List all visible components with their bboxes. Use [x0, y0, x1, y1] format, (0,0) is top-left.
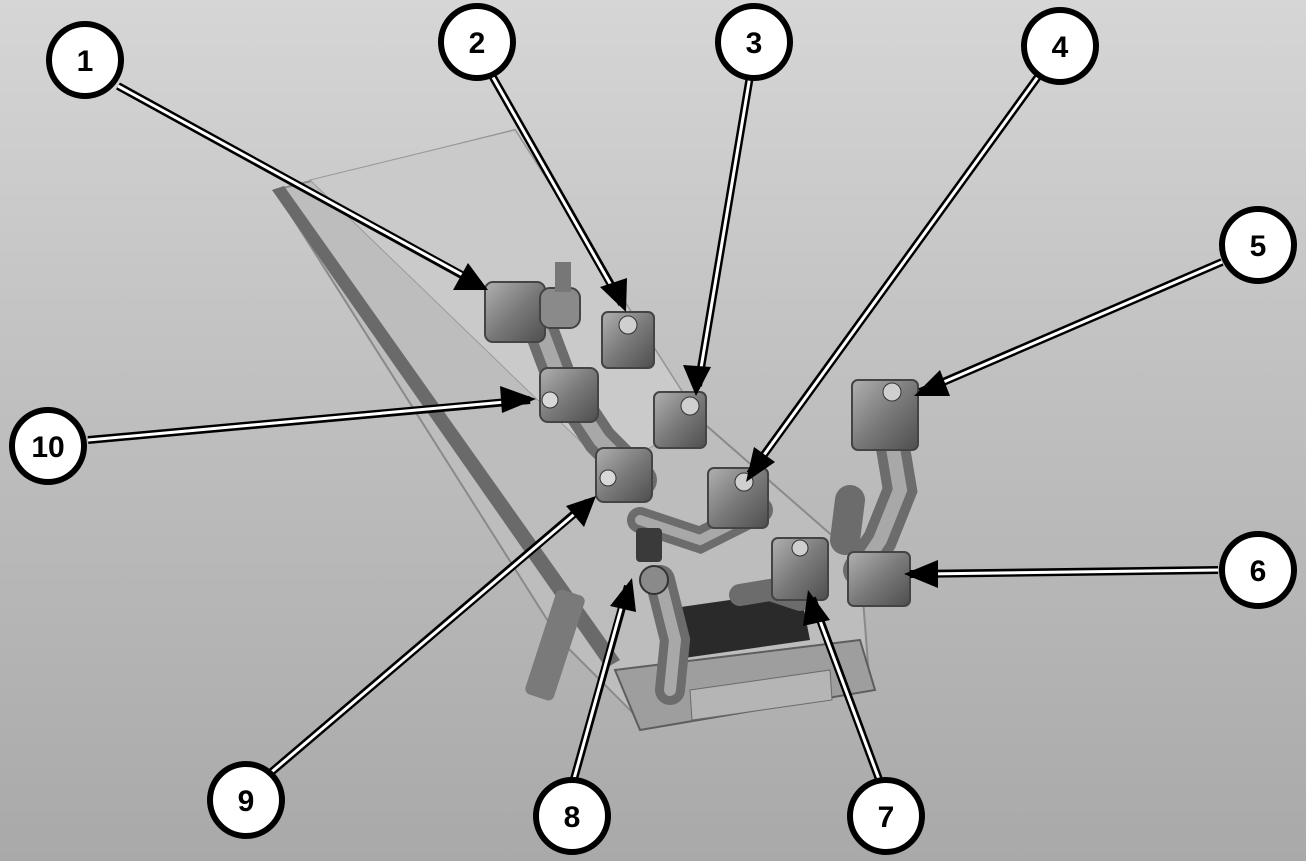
leader-line-9: [265, 496, 596, 779]
leader-line-7: [803, 590, 884, 784]
valve-bodies: [484, 262, 919, 607]
solenoid-valve-1: [484, 262, 581, 343]
callout-label-9: 9: [238, 785, 255, 818]
solenoid-valve-6: [847, 551, 911, 607]
callout-label-2: 2: [469, 27, 486, 60]
callout-label-5: 5: [1250, 230, 1267, 263]
callout-label-3: 3: [746, 27, 763, 60]
callouts: 1 2 3 4 5 6 7 8: [9, 3, 1297, 855]
leader-line-2: [486, 70, 627, 312]
callout-8: 8: [533, 777, 611, 855]
leader-line-8: [568, 578, 636, 788]
solenoid-valve-7: [771, 537, 829, 601]
callout-label-1: 1: [77, 45, 94, 78]
callout-10: 10: [9, 407, 87, 485]
callout-label-6: 6: [1250, 555, 1267, 588]
leader-line-4: [746, 71, 1044, 482]
leader-line-1: [116, 82, 488, 290]
callout-1: 1: [46, 21, 124, 99]
callout-9: 9: [207, 761, 285, 839]
leader-line-3: [683, 75, 754, 396]
leader-lines: [87, 70, 1224, 788]
solenoid-valve-9: [595, 447, 653, 503]
fitting-8: [636, 528, 669, 595]
callout-7: 7: [847, 777, 925, 855]
callout-3: 3: [715, 3, 793, 81]
callout-label-7: 7: [878, 801, 895, 834]
leader-line-5: [914, 258, 1224, 396]
callout-6: 6: [1219, 531, 1297, 609]
solenoid-valve-3: [653, 391, 707, 449]
callout-label-4: 4: [1052, 31, 1069, 64]
callout-label-8: 8: [564, 801, 581, 834]
solenoid-valve-5: [851, 379, 919, 451]
solenoid-valve-2: [601, 311, 655, 369]
leader-line-6: [904, 560, 1219, 588]
leader-line-10: [87, 386, 536, 444]
solenoid-valve-4: [707, 467, 769, 529]
solenoid-valve-10: [539, 367, 599, 423]
callout-4: 4: [1021, 7, 1099, 85]
callout-2: 2: [438, 3, 516, 81]
callout-5: 5: [1219, 206, 1297, 284]
callout-label-10: 10: [31, 431, 64, 464]
side-bracket: [525, 589, 585, 701]
